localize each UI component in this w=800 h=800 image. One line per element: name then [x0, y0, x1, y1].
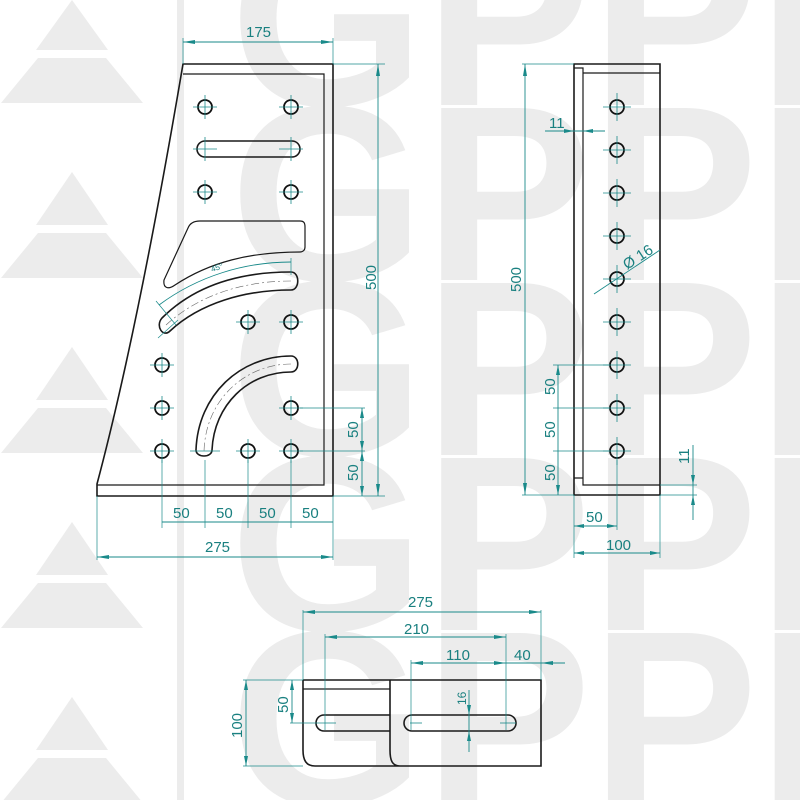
dim-spacing-h3: 50 — [259, 505, 276, 522]
hole-icon — [279, 396, 303, 420]
dim-spacing-h1: 50 — [173, 505, 190, 522]
hole-icon — [279, 439, 303, 463]
bottom-dim-slot-offset: 50 — [275, 696, 292, 713]
arc-slot-upper — [158, 271, 299, 334]
hole-icon — [279, 180, 303, 204]
side-view: 500 11 Ø 16 50 50 50 11 50 100 — [508, 63, 697, 558]
bottom-dim-end-offset: 40 — [514, 647, 531, 664]
side-dim-offset: 50 — [586, 509, 603, 526]
bottom-dim-span: 210 — [404, 621, 429, 638]
watermark-logo-icon — [1, 0, 143, 800]
side-dim-spacing-v3: 50 — [542, 464, 559, 481]
bottom-view: 275 210 110 40 100 50 16 — [229, 594, 565, 767]
side-dim-wall: 11 — [549, 115, 565, 132]
front-inner-edge — [97, 73, 325, 486]
watermark-text: GPPH — [230, 0, 800, 158]
hole-icon — [603, 179, 631, 207]
hole-icon — [193, 180, 217, 204]
front-outline — [96, 63, 334, 497]
dim-height: 500 — [363, 265, 380, 290]
side-dim-spacing-v2: 50 — [542, 421, 559, 438]
hole-icon — [150, 439, 174, 463]
hole-icon — [279, 310, 303, 334]
dim-bottom-width: 275 — [205, 539, 230, 556]
hole-icon — [150, 353, 174, 377]
bottom-dim-length: 275 — [408, 594, 433, 611]
watermark-text: GPPH — [230, 229, 800, 508]
dim-spacing-h4: 50 — [302, 505, 319, 522]
front-view: 45° 175 — [96, 24, 385, 560]
side-dim-height: 500 — [508, 267, 525, 292]
dim-spacing-v1: 50 — [345, 421, 362, 438]
dim-spacing-h2: 50 — [216, 505, 233, 522]
dim-top-width: 175 — [246, 24, 271, 41]
hole-icon — [236, 439, 260, 463]
hole-icon — [279, 95, 303, 119]
side-holes — [603, 93, 631, 465]
hole-icon — [603, 93, 631, 121]
bottom-dim-slot-width: 16 — [455, 691, 469, 705]
hole-icon — [603, 308, 631, 336]
front-cutout — [163, 220, 306, 289]
watermark-text: GPPH — [230, 54, 800, 333]
hole-icon — [603, 136, 631, 164]
dim-spacing-v2: 50 — [345, 464, 362, 481]
bottom-outline — [302, 679, 542, 767]
front-holes — [150, 95, 303, 463]
arc-slot-lower — [195, 355, 299, 457]
arc-angle-label: 45° — [210, 262, 224, 274]
hole-icon — [150, 396, 174, 420]
hole-icon — [236, 310, 260, 334]
side-dim-width: 100 — [606, 537, 631, 554]
hole-icon — [193, 95, 217, 119]
hole-icon — [603, 222, 631, 250]
side-dim-spacing-v1: 50 — [542, 378, 559, 395]
side-dim-base: 11 — [676, 448, 693, 464]
bottom-dim-depth: 100 — [229, 713, 246, 738]
bottom-dim-slot-length: 110 — [446, 647, 470, 664]
